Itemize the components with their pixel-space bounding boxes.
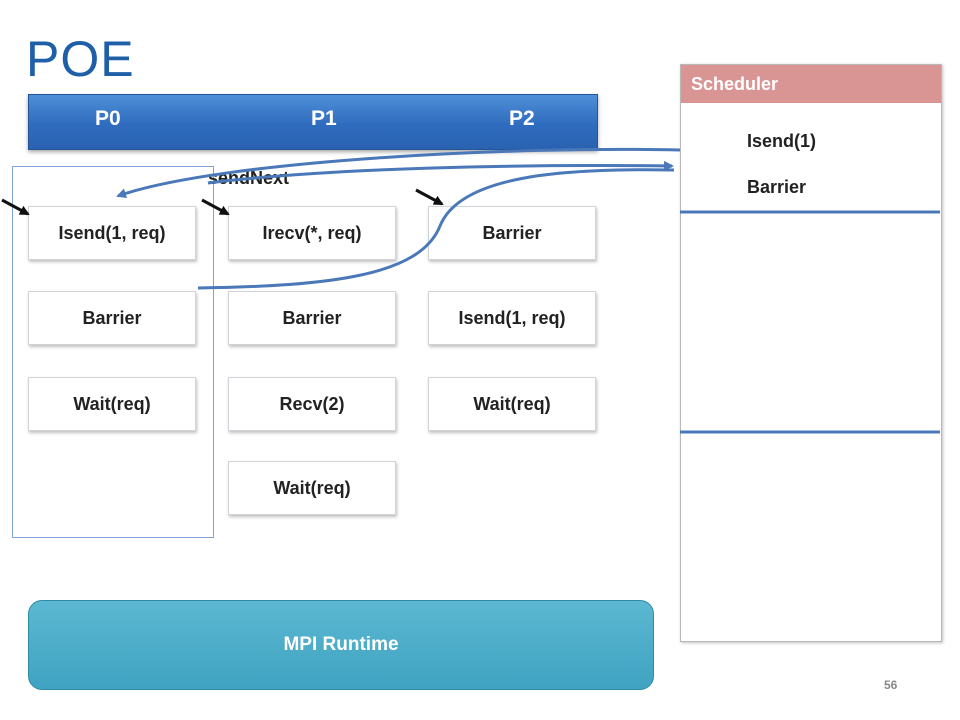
op-p1-wait: Wait(req): [228, 461, 396, 515]
op-p0-isend: Isend(1, req): [28, 206, 196, 260]
process-label-p2: P2: [509, 107, 535, 130]
page-number: 56: [884, 678, 898, 692]
p1-to-scheduler-arrow: [207, 160, 674, 185]
op-p2-isend: Isend(1, req): [428, 291, 596, 345]
op-p1-barrier: Barrier: [228, 291, 396, 345]
scheduler-to-p0-arrow: [116, 147, 681, 199]
pointer-arrow-p1: [201, 198, 230, 216]
op-p1-recv: Recv(2): [228, 377, 396, 431]
p0-highlight-frame: [12, 166, 214, 538]
scheduler-item-barrier: Barrier: [747, 177, 807, 197]
mpi-runtime-box: MPI Runtime: [28, 600, 654, 690]
scheduler-header: Scheduler: [681, 65, 941, 103]
op-p1-irecv: Irecv(*, req): [228, 206, 396, 260]
scheduler-item-isend: Isend(1): [747, 131, 817, 151]
p0-to-scheduler-curve: [197, 168, 675, 290]
op-p2-wait: Wait(req): [428, 377, 596, 431]
process-label-p1: P1: [311, 107, 337, 130]
op-p2-barrier: Barrier: [428, 206, 596, 260]
op-p0-barrier: Barrier: [28, 291, 196, 345]
process-bar: P0 P1 P2: [28, 94, 598, 150]
pointer-arrow-p0: [1, 198, 30, 216]
process-label-p0: P0: [95, 107, 121, 130]
scheduler-panel: Scheduler Isend(1) Barrier: [680, 64, 942, 642]
slide-title: POE: [26, 31, 135, 87]
pointer-arrow-p2: [415, 188, 444, 206]
op-p0-wait: Wait(req): [28, 377, 196, 431]
